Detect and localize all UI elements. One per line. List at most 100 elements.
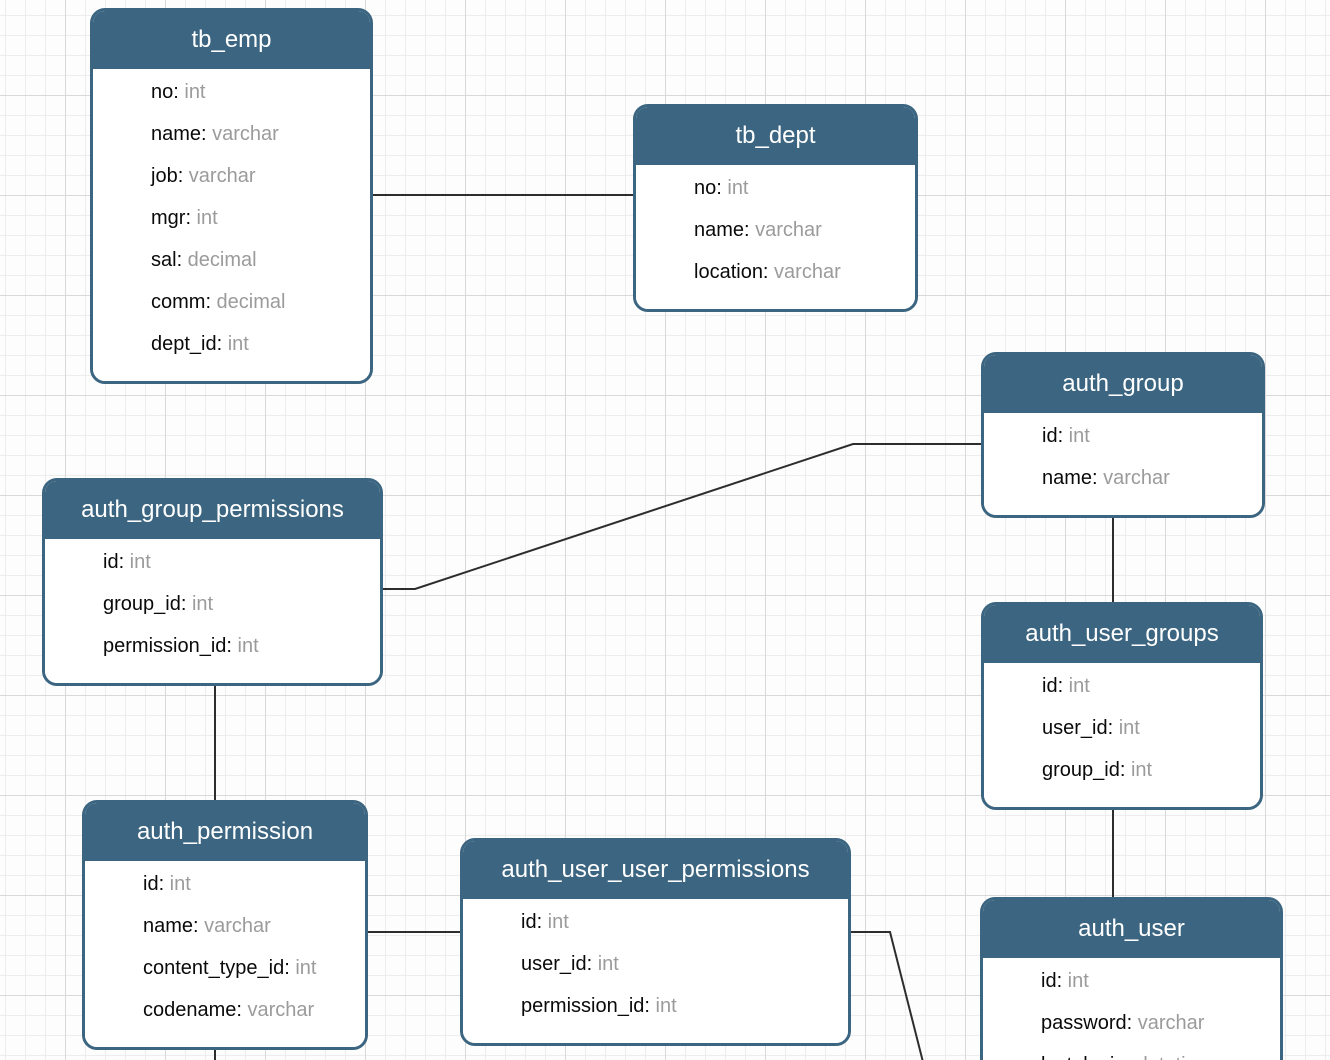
field-type: int [1063, 424, 1090, 447]
field-row-id: id: int [463, 901, 848, 943]
field-row-user_id: user_id: int [984, 707, 1260, 749]
field-row-comm: comm: decimal [93, 281, 370, 323]
table-title[interactable]: auth_user_groups [984, 605, 1260, 663]
field-type: int [721, 176, 749, 199]
field-name: name: [694, 218, 750, 241]
field-row-no: no: int [93, 71, 370, 113]
field-name: sal: [151, 248, 183, 271]
field-name: content_type_id: [143, 956, 290, 979]
table-title[interactable]: tb_emp [93, 11, 370, 69]
field-type: int [124, 550, 151, 573]
field-name: no: [694, 176, 722, 199]
edge-auth_group_permissions-auth_group[interactable] [383, 443, 981, 590]
field-type: varchar [198, 914, 271, 937]
field-type: decimal [211, 290, 286, 313]
table-title[interactable]: auth_group_permissions [45, 481, 380, 539]
field-name: id: [143, 872, 165, 895]
field-row-no: no: int [636, 167, 915, 209]
field-row-location: location: varchar [636, 251, 915, 293]
field-row-id: id: int [85, 863, 365, 905]
field-type: int [1063, 674, 1090, 697]
field-row-job: job: varchar [93, 155, 370, 197]
table-title[interactable]: auth_user_user_permissions [463, 841, 848, 899]
field-row-codename: codename: varchar [85, 989, 365, 1031]
field-type: int [164, 872, 191, 895]
field-type: int [178, 80, 206, 103]
field-name: id: [1041, 969, 1063, 992]
field-name: dept_id: [151, 332, 223, 355]
field-row-content_type_id: content_type_id: int [85, 947, 365, 989]
table-title[interactable]: tb_dept [636, 107, 915, 165]
field-name: name: [1042, 466, 1098, 489]
field-type: datetime [1131, 1054, 1214, 1060]
field-row-id: id: int [984, 415, 1262, 457]
field-row-group_id: group_id: int [984, 749, 1260, 791]
field-row-name: name: varchar [984, 457, 1262, 499]
field-type: varchar [768, 260, 841, 283]
field-type: int [186, 592, 214, 615]
field-type: varchar [183, 164, 256, 187]
field-name: id: [521, 910, 543, 933]
field-row-mgr: mgr: int [93, 197, 370, 239]
field-name: location: [694, 260, 769, 283]
field-row-id: id: int [983, 960, 1280, 1002]
field-type: int [231, 634, 259, 657]
field-row-password: password: varchar [983, 1002, 1280, 1044]
field-type: int [592, 952, 619, 975]
field-name: no: [151, 80, 179, 103]
field-row-sal: sal: decimal [93, 239, 370, 281]
field-name: id: [1042, 424, 1064, 447]
field-type: int [1125, 758, 1153, 781]
field-row-name: name: varchar [93, 113, 370, 155]
field-type: decimal [182, 248, 257, 271]
field-name: group_id: [103, 592, 187, 615]
field-name: user_id: [521, 952, 593, 975]
field-row-name: name: varchar [636, 209, 915, 251]
field-row-permission_id: permission_id: int [463, 985, 848, 1027]
field-type: int [542, 910, 569, 933]
table-title[interactable]: auth_user [983, 900, 1280, 958]
field-type: varchar [1097, 466, 1170, 489]
field-type: int [191, 206, 218, 229]
field-name: comm: [151, 290, 211, 313]
field-type: varchar [749, 218, 822, 241]
field-name: user_id: [1042, 716, 1114, 739]
field-type: int [649, 994, 677, 1017]
table-title[interactable]: auth_permission [85, 803, 365, 861]
field-type: int [289, 956, 317, 979]
field-name: permission_id: [103, 634, 232, 657]
field-row-group_id: group_id: int [45, 583, 380, 625]
field-name: last_login: [1041, 1054, 1131, 1060]
field-row-name: name: varchar [85, 905, 365, 947]
field-type: int [1113, 716, 1140, 739]
field-name: password: [1041, 1011, 1133, 1034]
field-row-id: id: int [984, 665, 1260, 707]
field-name: group_id: [1042, 758, 1126, 781]
field-type: varchar [241, 998, 315, 1021]
edge-auth_user_user_permissions-offscreen[interactable] [851, 931, 924, 1060]
field-type: varchar [206, 122, 279, 145]
field-type: varchar [1132, 1011, 1205, 1034]
field-row-dept_id: dept_id: int [93, 323, 370, 365]
table-title[interactable]: auth_group [984, 355, 1262, 413]
field-name: id: [1042, 674, 1064, 697]
field-row-id: id: int [45, 541, 380, 583]
field-name: name: [143, 914, 199, 937]
